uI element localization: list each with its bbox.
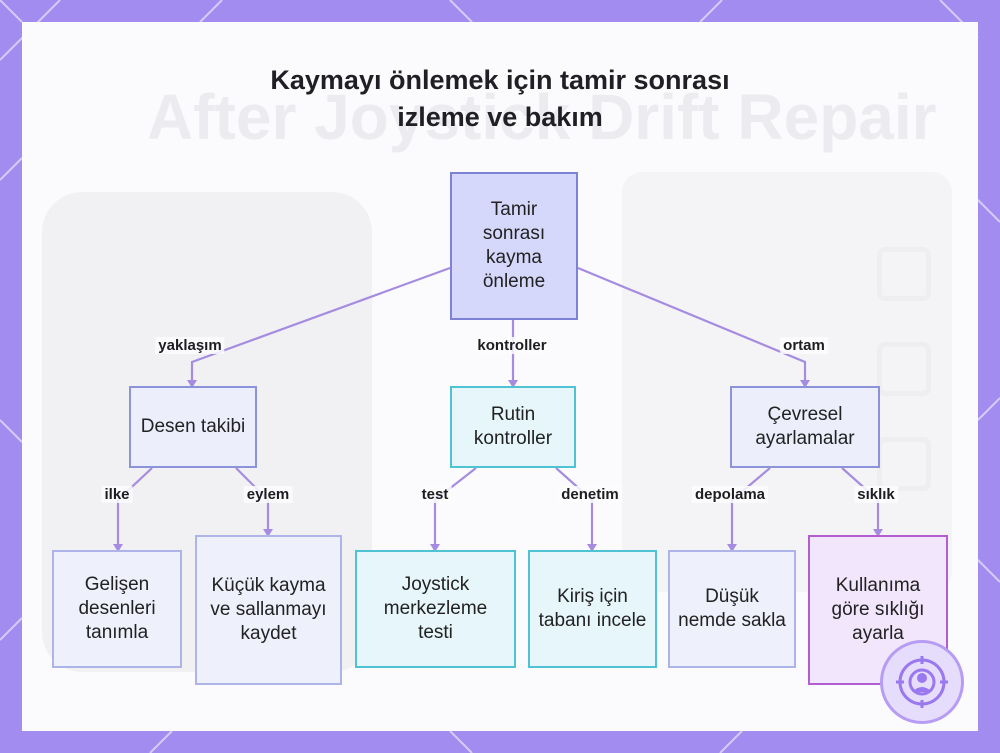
- node-record-drift: Küçük kayma ve sallanmayı kaydet: [195, 535, 342, 685]
- edge-routine-joystick: [433, 467, 477, 550]
- edge-label-inspection: denetim: [558, 486, 622, 503]
- background-panel-shape: [622, 172, 952, 592]
- background-checkbox: [877, 247, 931, 301]
- edge-label-frequency: sıklık: [854, 486, 898, 503]
- edge-label-approach: yaklaşım: [155, 337, 225, 354]
- edge-label-principle: ilke: [101, 486, 133, 503]
- edge-root-env: [577, 266, 807, 386]
- edge-label-checks: kontroller: [474, 337, 550, 354]
- node-routine-checks: Rutin kontroller: [450, 386, 576, 468]
- node-inspect-base: Kiriş için tabanı incele: [528, 550, 657, 668]
- node-pattern-tracking: Desen takibi: [129, 386, 257, 468]
- edge-label-test: test: [418, 486, 452, 503]
- diagram-title: Kaymayı önlemek için tamir sonrası izlem…: [190, 62, 810, 136]
- target-user-icon: [880, 640, 964, 724]
- edge-label-environment: ortam: [780, 337, 828, 354]
- node-joystick-test: Joystick merkezleme testi: [355, 550, 516, 668]
- node-store-low-humidity: Düşük nemde sakla: [668, 550, 796, 668]
- diagram-card: After Joystick Drift Repair: [22, 22, 978, 731]
- title-line-1: Kaymayı önlemek için tamir sonrası: [270, 65, 730, 95]
- node-environmental: Çevresel ayarlamalar: [730, 386, 880, 468]
- edge-pattern-identify: [116, 467, 153, 550]
- edge-label-storage: depolama: [691, 486, 769, 503]
- edge-label-action: eylem: [243, 486, 293, 503]
- edge-root-pattern: [190, 266, 451, 386]
- node-identify-patterns: Gelişen desenleri tanımla: [52, 550, 182, 668]
- background-watermark-text: After Joystick Drift Repair: [147, 81, 937, 153]
- edge-routine-beam: [555, 467, 594, 550]
- node-root: Tamir sonrası kayma önleme: [450, 172, 578, 320]
- title-line-2: izleme ve bakım: [397, 102, 603, 132]
- background-checkbox: [877, 342, 931, 396]
- edge-env-store: [730, 467, 771, 550]
